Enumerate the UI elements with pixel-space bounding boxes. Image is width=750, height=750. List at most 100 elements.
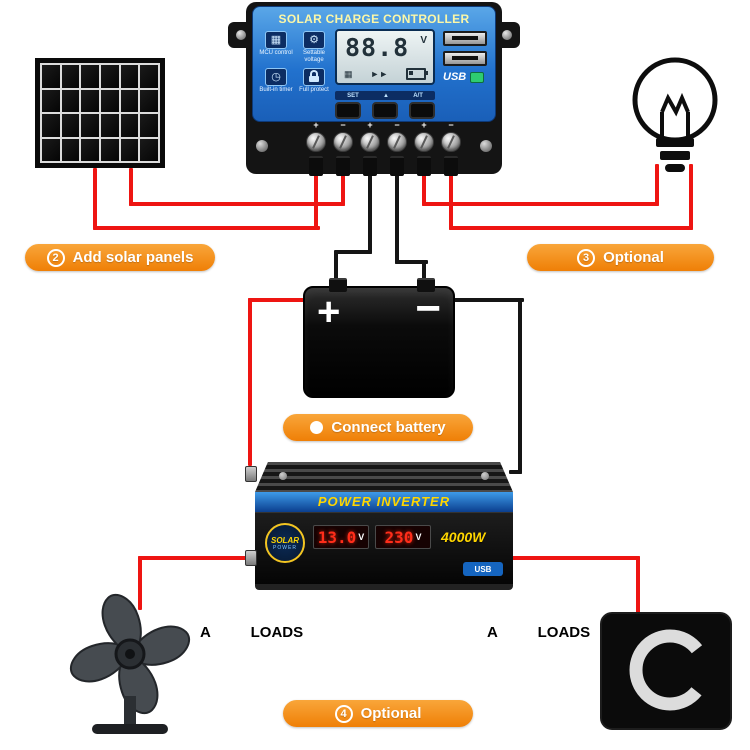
wire-clamp [390,156,404,176]
solar-cell [120,138,139,161]
solar-cell [100,89,119,112]
wire-clamp [444,156,458,176]
terminal-screw [441,132,461,152]
wire-load-bulb-2 [689,164,693,230]
controller-faceplate: SOLAR CHARGE CONTROLLER ▦ MCU control ⚙ … [252,6,496,122]
power-inverter: POWER INVERTER SOLAR POWER 13.0 V 230 V … [245,462,513,590]
step-number: 3 [577,248,596,267]
wire-load-bulb-2 [449,172,453,230]
solar-cell [140,114,158,137]
charge-controller: SOLAR CHARGE CONTROLLER ▦ MCU control ⚙ … [228,2,520,178]
terminal-label: − [394,120,400,130]
wire-load-speaker [509,556,640,560]
wire-solar-2 [341,172,345,206]
brand-logo: SOLAR POWER [265,523,305,563]
badge-optional-bottom: 4 Optional [283,700,473,727]
battery-post-negative [417,278,435,292]
wire-battery-pos [368,172,372,254]
solar-cell [100,65,119,88]
solar-cell [81,138,99,161]
screw-icon [236,30,246,40]
chip-icon: ▦ [265,31,287,49]
wire-battery-neg [422,260,426,282]
solar-panel [35,58,165,168]
inverter-heatsink [255,462,513,492]
terminal-screw [306,132,326,152]
feature-timer: ◷ Built-in timer [258,67,294,94]
fan-icon [69,593,191,734]
dc-input-connector [245,466,257,482]
wire-battery-pos [334,250,338,282]
plus-sign: + [317,290,341,334]
terminal-screw [387,132,407,152]
feature-protect: Full protect [296,67,332,94]
wire-clamp [336,156,350,176]
usb-plug-icon [470,71,485,83]
solar-cell [100,138,119,161]
wire-load-bulb-2 [449,226,693,230]
wire-load-speaker [636,556,640,616]
inverter-body: SOLAR POWER 13.0 V 230 V 4000W USB [255,512,513,584]
feature-icons: ▦ MCU control ⚙ Settable voltage ◷ Built… [258,31,332,94]
set-button[interactable] [335,102,361,119]
wire-battery-to-inverter [518,298,522,474]
solar-cell [100,114,119,137]
up-button[interactable] [372,102,398,119]
lcd-unit: V [420,35,427,46]
lock-icon [303,67,325,86]
wire-solar-2 [129,168,133,206]
inverter-usb-port: USB [463,562,503,576]
screw-icon [481,472,489,480]
solar-cell [81,114,99,137]
output-voltage-display: 230 V [375,525,431,549]
solar-cell [140,65,158,88]
bullet-dot-icon [310,421,324,434]
light-bulb-icon [632,57,718,172]
wire-battery-to-inverter [509,470,522,474]
terminal-label: + [367,120,373,130]
wire-battery-pos [336,250,372,254]
controller-title: SOLAR CHARGE CONTROLLER [278,12,470,26]
auto-button[interactable] [409,102,435,119]
badge-optional-top: 3 Optional [527,244,714,271]
solar-cell [61,89,80,112]
step-number: 2 [46,248,65,267]
wire-clamp [309,156,323,176]
battery-glyph-icon [406,68,428,80]
load-label-left: A LOADS [200,624,304,641]
terminal-label: − [340,120,346,130]
usb-label: USB [443,71,467,83]
screw-icon [256,140,268,152]
wire-solar-2 [129,202,345,206]
solar-cell [42,89,60,112]
button-labels: SET ▲ A/T [335,91,435,100]
wire-solar-1 [314,172,318,230]
wire-battery-to-inverter [453,298,524,302]
speaker [600,612,732,730]
feature-mcu: ▦ MCU control [258,31,294,64]
wire-battery-pos-to-inverter [248,298,306,302]
screw-icon [279,472,287,480]
solar-cell [61,138,80,161]
wire-load-fan [138,556,258,560]
usb-port-icon [443,51,487,66]
solar-cell [42,114,60,137]
power-rating: 4000W [441,529,486,545]
inverter-banner: POWER INVERTER [255,492,513,512]
badge-connect-battery: Connect battery [283,414,473,441]
wire-load-fan [138,556,142,610]
badge-add-solar-panels: 2 Add solar panels [25,244,215,271]
flow-arrows-icon: ►► [370,69,389,79]
step-number: 4 [334,704,353,723]
solar-cell [120,114,139,137]
battery: + − [303,278,455,398]
solar-cell [61,114,80,137]
solar-cell [81,89,99,112]
usb-port-icon [443,31,487,46]
terminal-block: + − + − + − [246,120,502,178]
wire-load-bulb-1 [655,164,659,206]
speaker-ring-icon [629,629,711,711]
wire-load-bulb-1 [422,172,426,206]
solar-cell [140,89,158,112]
